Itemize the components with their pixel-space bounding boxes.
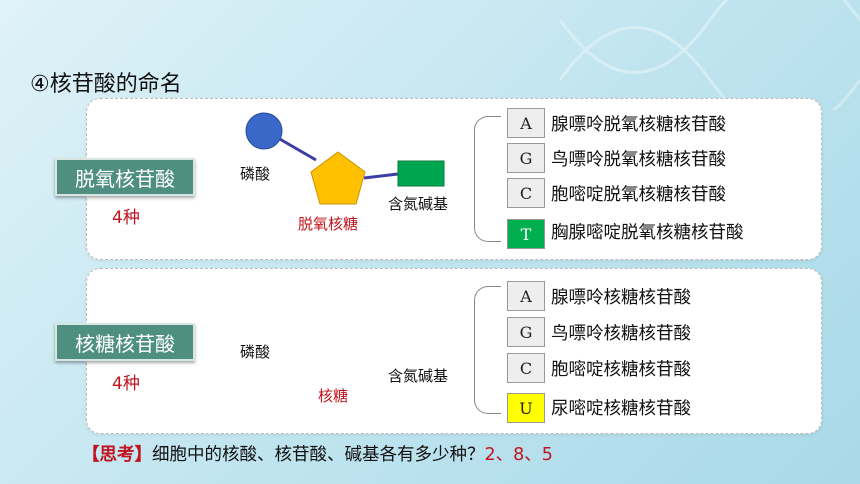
- phosphate-label: 磷酸: [240, 343, 271, 361]
- think-bracket: 【思考】: [82, 445, 152, 465]
- base-name: 胞嘧啶核糖核苷酸: [551, 360, 691, 380]
- base-name: 腺嘌呤核糖核苷酸: [551, 288, 691, 308]
- base-name: 鸟嘌呤脱氧核糖核苷酸: [551, 150, 726, 170]
- base-name: 胞嘧啶脱氧核糖核苷酸: [551, 185, 726, 205]
- page-title: ④核苷酸的命名: [30, 72, 182, 97]
- base-box-u: U: [507, 393, 545, 423]
- ribonucleotide-tag: 核糖核苷酸: [55, 323, 195, 361]
- deoxynucleotide-count: 4种: [112, 208, 140, 228]
- base-box-a: A: [507, 108, 545, 138]
- base-name: 腺嘌呤脱氧核糖核苷酸: [551, 115, 726, 135]
- base-name-highlight: 尿嘧啶核糖核苷酸: [551, 399, 691, 419]
- brace: [474, 116, 501, 242]
- phosphate-circle: [245, 112, 283, 150]
- base-name: 鸟嘌呤核糖核苷酸: [551, 324, 691, 344]
- ribonucleotide-panel: [86, 268, 822, 434]
- think-answer: 2、8、5: [484, 445, 553, 465]
- brace: [474, 286, 501, 414]
- sugar-label: 脱氧核糖: [298, 215, 359, 233]
- base-box-a: A: [507, 281, 545, 311]
- ribonucleotide-count: 4种: [112, 374, 140, 394]
- base-box-c: C: [507, 353, 545, 383]
- base-name-highlight: 胸腺嘧啶脱氧核糖核苷酸: [551, 223, 744, 243]
- sugar-base-bond: [363, 172, 399, 180]
- deoxyribose-pentagon: [310, 151, 366, 205]
- base-label: 含氮碱基: [388, 367, 449, 385]
- base-box-c: C: [507, 178, 545, 208]
- base-box-g: G: [507, 143, 545, 173]
- deoxynucleotide-tag: 脱氧核苷酸: [55, 158, 195, 196]
- sugar-label: 核糖: [318, 387, 349, 405]
- base-box-g: G: [507, 317, 545, 347]
- phosphate-sugar-bond: [277, 136, 317, 162]
- dna-watermark: [560, 0, 860, 110]
- phosphate-label: 磷酸: [240, 165, 271, 183]
- base-label: 含氮碱基: [388, 195, 449, 213]
- deoxynucleotide-panel: [86, 98, 822, 260]
- think-question: 【思考】细胞中的核酸、核苷酸、碱基各有多少种？2、8、5: [82, 441, 553, 466]
- base-rect: [397, 160, 445, 187]
- think-question-text: 细胞中的核酸、核苷酸、碱基各有多少种？: [152, 445, 485, 465]
- base-box-t: T: [507, 219, 545, 249]
